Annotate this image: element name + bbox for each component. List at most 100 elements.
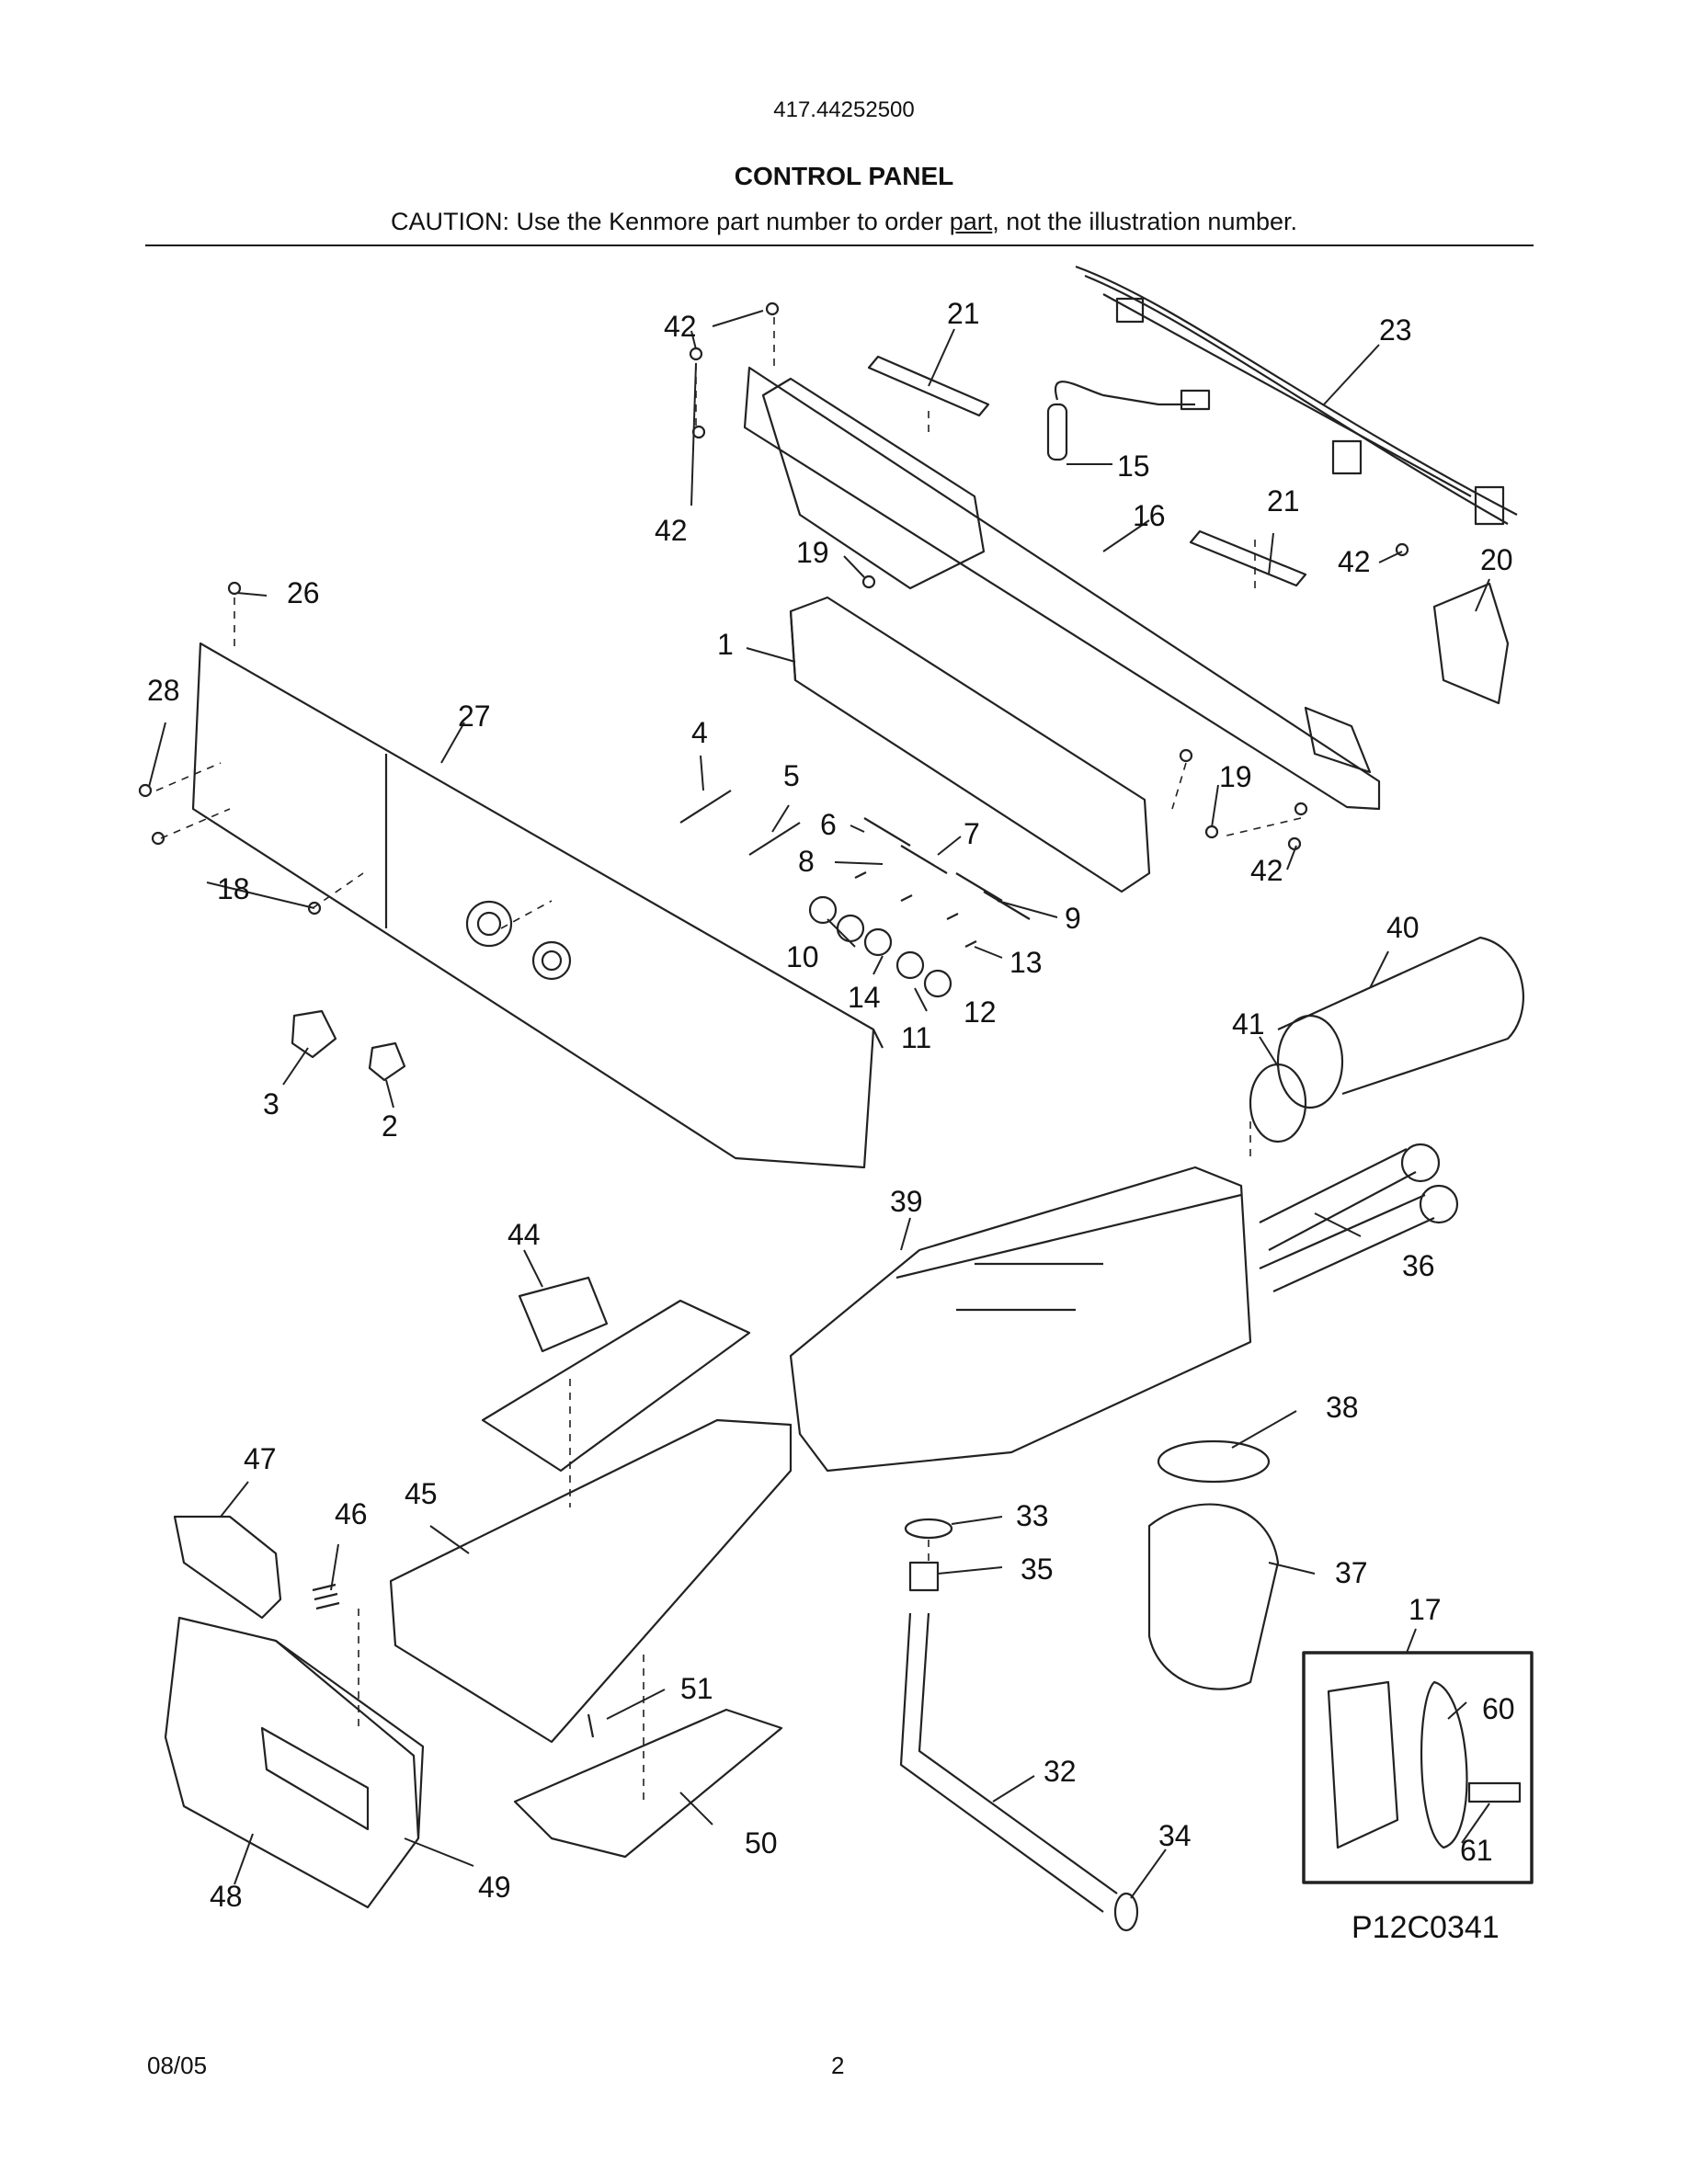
part-strip-21b (1189, 529, 1307, 587)
part-buttons-group (808, 817, 1031, 998)
part-housing-39 (789, 1166, 1252, 1473)
callout-label-37: 37 (1335, 1556, 1368, 1589)
part-clamp-38 (1157, 1439, 1271, 1484)
part-strip-21a (867, 355, 990, 417)
part-shaft-5 (748, 822, 801, 856)
dashed-assembly-lines (155, 317, 1302, 1802)
callout-label-23: 23 (1379, 313, 1412, 347)
callout-label-11: 11 (901, 1021, 931, 1054)
callout-label-16: 16 (1133, 499, 1166, 532)
part-tray-49 (275, 1640, 425, 1839)
callout-label-47: 47 (244, 1442, 277, 1475)
inset-box-17 (1302, 1651, 1534, 1884)
part-clamp-33 (904, 1518, 953, 1540)
callout-label-10: 10 (786, 940, 819, 973)
part-front-48 (164, 1616, 420, 1909)
callout-label-13: 13 (1009, 946, 1043, 979)
part-console-27 (191, 642, 875, 1169)
page-title: CONTROL PANEL (734, 162, 954, 190)
diagram-code: P12C0341 (1352, 1910, 1500, 1945)
callout-label-3: 3 (263, 1087, 279, 1120)
callout-label-49: 49 (478, 1871, 511, 1904)
callout-label-34: 34 (1158, 1819, 1192, 1852)
callout-label-1: 1 (717, 628, 734, 661)
part-clamp-34 (1113, 1892, 1139, 1932)
part-pipe-40 (1277, 936, 1524, 1096)
callout-label-45: 45 (405, 1477, 438, 1510)
callout-label-38: 38 (1326, 1391, 1359, 1424)
callout-label-7: 7 (964, 817, 980, 850)
callout-label-40: 40 (1386, 911, 1420, 944)
callout-label-39: 39 (890, 1185, 923, 1218)
callout-label-20: 20 (1480, 543, 1513, 576)
callout-label-50: 50 (745, 1826, 778, 1860)
callout-label-42: 42 (655, 514, 688, 547)
part-knob-2 (368, 1041, 406, 1082)
callout-label-44: 44 (508, 1218, 541, 1251)
callout-label-51: 51 (680, 1672, 713, 1705)
part-pad-61 (1467, 1781, 1522, 1803)
callout-label-6: 6 (820, 808, 837, 841)
part-shaft-4 (679, 790, 732, 824)
callout-label-35: 35 (1021, 1553, 1054, 1586)
caution-suffix: , not the illustration number. (992, 208, 1297, 235)
callout-label-19: 19 (796, 536, 829, 569)
part-cover-50 (513, 1708, 783, 1859)
part-drawings (138, 265, 1534, 1932)
callout-label-42: 42 (664, 310, 697, 343)
footer-date: 08/05 (147, 2052, 208, 2079)
callout-label-26: 26 (287, 576, 320, 609)
caution-prefix: CAUTION: Use the Kenmore part number to … (391, 208, 950, 235)
part-insert-44 (481, 1299, 751, 1473)
caution-underlined: part (949, 208, 993, 235)
header-rule (145, 245, 1534, 246)
part-ring-41 (1249, 1063, 1307, 1143)
callout-label-12: 12 (964, 995, 997, 1029)
model-number: 417.44252500 (773, 97, 915, 122)
part-frame-16 (743, 366, 1381, 811)
callout-label-41: 41 (1232, 1007, 1265, 1041)
screws (138, 301, 1409, 916)
caution-text: CAUTION: Use the Kenmore part number to … (0, 208, 1688, 236)
callout-label-60: 60 (1482, 1692, 1515, 1725)
callout-label-27: 27 (458, 700, 491, 733)
part-sensor-15 (1055, 381, 1195, 406)
callout-label-21: 21 (1267, 484, 1300, 518)
part-hose-32 (899, 1612, 1118, 1913)
callout-label-19: 19 (1219, 760, 1252, 793)
callout-label-32: 32 (1044, 1755, 1077, 1788)
callout-label-2: 2 (382, 1109, 398, 1143)
callout-label-14: 14 (848, 981, 881, 1014)
callout-label-15: 15 (1117, 449, 1150, 483)
part-knob-3 (291, 1009, 337, 1059)
callout-label-4: 4 (691, 716, 708, 749)
part-valve-36 (1259, 1143, 1459, 1293)
callout-label-36: 36 (1402, 1249, 1435, 1282)
part-drawer-45 (389, 1418, 793, 1744)
callout-leaders (148, 310, 1490, 1899)
callout-label-8: 8 (798, 845, 815, 878)
callout-label-42: 42 (1338, 545, 1371, 578)
footer-page-number: 2 (831, 2052, 845, 2079)
part-pin-51 (587, 1713, 595, 1738)
callout-label-17: 17 (1409, 1593, 1442, 1626)
part-harness-23 (1075, 265, 1518, 526)
callout-label-21: 21 (947, 297, 980, 330)
part-bellow-37 (1147, 1503, 1280, 1690)
part-actuator-47 (173, 1515, 282, 1620)
callout-label-28: 28 (147, 674, 180, 707)
part-fitting-35 (908, 1561, 940, 1592)
callout-label-33: 33 (1016, 1499, 1049, 1532)
callout-label-48: 48 (210, 1880, 243, 1913)
part-bracket-20 (1432, 582, 1510, 705)
part-gasket-60 (1420, 1680, 1468, 1849)
callout-label-9: 9 (1065, 902, 1081, 935)
callout-label-18: 18 (217, 872, 250, 905)
callout-label-61: 61 (1460, 1834, 1493, 1867)
callout-label-42: 42 (1250, 854, 1283, 887)
part-spring-46 (312, 1583, 340, 1610)
callout-label-46: 46 (335, 1497, 368, 1530)
callout-label-5: 5 (783, 759, 800, 792)
